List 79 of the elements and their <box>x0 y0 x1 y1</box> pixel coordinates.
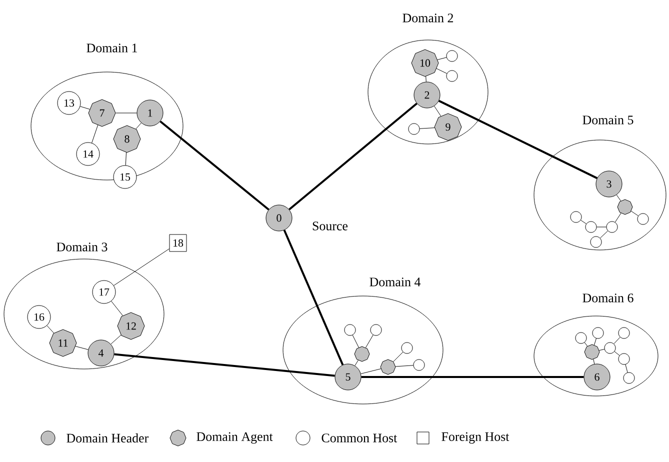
backbone-line <box>160 120 270 210</box>
link-line <box>593 358 595 364</box>
domain-label: Domain 5 <box>582 116 634 124</box>
host-circle <box>604 342 616 354</box>
domain-agent-octagon <box>354 346 370 362</box>
link-line <box>600 230 608 238</box>
backbone-line <box>114 353 335 377</box>
host-circle <box>592 327 604 339</box>
domain-agent-octagon: 10 <box>411 49 439 77</box>
link-line <box>92 124 98 144</box>
host-circle <box>590 236 602 248</box>
host-circle <box>606 221 618 233</box>
domain-agent-octagon: 12 <box>117 312 145 340</box>
link-line <box>616 194 622 202</box>
link-line <box>352 334 360 348</box>
domain-agent-octagon <box>617 199 633 215</box>
host-circle <box>637 213 649 225</box>
host-circle <box>570 211 582 223</box>
node-caption: Source <box>312 222 348 230</box>
legend-text: Domain Agent <box>196 432 273 444</box>
link-line <box>110 334 122 344</box>
backbone-line <box>438 100 598 180</box>
backbone-line <box>283 230 344 366</box>
link-line <box>437 57 447 60</box>
backbone-line <box>361 376 584 378</box>
link-line <box>75 346 88 350</box>
link-line <box>116 112 137 114</box>
link-line <box>80 106 90 110</box>
link-line <box>614 336 620 344</box>
host-circle <box>618 327 630 339</box>
host-circle <box>344 324 356 336</box>
link-line <box>584 342 588 346</box>
link-line <box>46 325 54 334</box>
link-line <box>111 300 124 316</box>
link-line <box>360 368 382 374</box>
host-circle <box>446 70 458 82</box>
link-line <box>365 334 374 348</box>
domain-label: Domain 3 <box>56 242 108 252</box>
domain-agent-octagon: 9 <box>434 113 462 141</box>
domain-label: Domain 4 <box>370 278 421 286</box>
link-line <box>393 352 404 362</box>
link-line <box>598 349 605 351</box>
host-circle <box>575 332 587 344</box>
host-circle <box>408 123 420 135</box>
backbone-line <box>288 102 418 210</box>
link-line <box>354 360 358 366</box>
link-line <box>434 106 442 116</box>
domain-agent-octagon: 11 <box>49 329 77 357</box>
domain-agent-octagon: 8 <box>113 125 141 153</box>
domain-label: Domain 1 <box>86 44 137 52</box>
link-line <box>395 365 414 367</box>
link-line <box>594 338 597 346</box>
domain-agent-octagon: 7 <box>88 99 116 127</box>
legend-text: Domain Header <box>66 433 148 443</box>
link-line <box>614 212 622 222</box>
domain-agent-octagon <box>584 344 600 360</box>
link-line <box>125 152 127 166</box>
legend-text: Common Host <box>322 434 398 442</box>
domain-label: Domain 2 <box>402 14 454 22</box>
host-circle <box>370 324 382 336</box>
link-line <box>580 220 586 224</box>
domain-agent-octagon <box>380 359 396 375</box>
link-line <box>614 351 620 356</box>
link-line <box>596 226 606 228</box>
link-line <box>420 128 435 129</box>
host-circle <box>401 342 413 354</box>
link-line <box>625 364 628 373</box>
foreign-host-square: 18 <box>169 234 187 252</box>
domain-label: Domain 6 <box>582 294 634 302</box>
link-line <box>136 122 142 130</box>
host-circle <box>623 372 635 384</box>
host-circle <box>618 353 630 365</box>
link-line <box>630 210 638 216</box>
link-line <box>436 68 448 74</box>
host-circle <box>585 221 597 233</box>
host-circle <box>446 50 458 62</box>
legend-text: Foreign Host <box>442 432 510 444</box>
link-line <box>114 248 170 286</box>
host-circle <box>413 359 425 371</box>
